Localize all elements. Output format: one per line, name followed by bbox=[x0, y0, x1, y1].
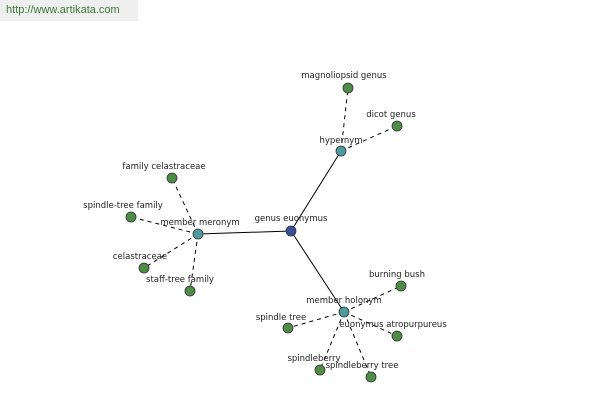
node-circle-staff-tree-family[interactable] bbox=[184, 285, 196, 297]
node-hypernym[interactable]: hypernym bbox=[319, 136, 363, 157]
edge-member-meronym-to-celastraceae bbox=[143, 233, 199, 269]
edge-member-meronym-to-staff-tree-family bbox=[189, 233, 199, 292]
edge-member-holonym-to-euonymus-atropurpureus bbox=[343, 311, 398, 337]
node-label-celastraceae[interactable]: celastraceae bbox=[113, 252, 167, 262]
edge-member-meronym-to-family-celastraceae bbox=[171, 177, 199, 235]
node-label-spindleberry[interactable]: spindleberry bbox=[287, 354, 340, 364]
node-member-meronym[interactable]: member meronym bbox=[160, 218, 240, 240]
node-staff-tree-family[interactable]: staff-tree family bbox=[146, 275, 214, 297]
node-circle-dicot-genus[interactable] bbox=[391, 120, 403, 132]
edge-center-to-hypernym bbox=[290, 150, 342, 232]
node-circle-hypernym[interactable] bbox=[335, 145, 347, 157]
node-label-member-meronym[interactable]: member meronym bbox=[160, 218, 239, 228]
nodes-layer: genus euonymus hypernym member meronym memb… bbox=[83, 71, 447, 383]
node-label-burning-bush[interactable]: burning bush bbox=[369, 270, 425, 280]
node-label-spindle-tree[interactable]: spindle tree bbox=[256, 313, 306, 323]
node-euonymus-atropurpureus[interactable]: euonymus atropurpureus bbox=[339, 320, 447, 342]
node-label-spindleberry-tree[interactable]: spindleberry tree bbox=[326, 361, 399, 371]
node-label-dicot-genus[interactable]: dicot genus bbox=[366, 110, 416, 120]
node-label-euonymus-atropurpureus[interactable]: euonymus atropurpureus bbox=[339, 320, 447, 330]
node-circle-center[interactable] bbox=[285, 225, 297, 237]
edge-center-to-member-holonym bbox=[290, 230, 345, 313]
node-label-center[interactable]: genus euonymus bbox=[255, 214, 328, 224]
node-spindle-tree-family[interactable]: spindle-tree family bbox=[83, 201, 163, 223]
edge-center-to-member-meronym bbox=[197, 230, 292, 235]
node-label-hypernym[interactable]: hypernym bbox=[319, 136, 362, 146]
node-burning-bush[interactable]: burning bush bbox=[369, 270, 425, 292]
node-circle-spindle-tree-family[interactable] bbox=[125, 211, 137, 223]
edge-member-meronym-to-spindle-tree-family bbox=[130, 216, 199, 235]
node-circle-burning-bush[interactable] bbox=[395, 280, 407, 292]
node-label-member-holonym[interactable]: member holonym bbox=[306, 296, 381, 306]
node-circle-member-meronym[interactable] bbox=[192, 228, 204, 240]
node-label-family-celastraceae[interactable]: family celastraceae bbox=[122, 162, 205, 172]
node-center[interactable]: genus euonymus bbox=[255, 214, 328, 237]
node-circle-euonymus-atropurpureus[interactable] bbox=[391, 330, 403, 342]
edge-hypernym-to-dicot-genus bbox=[340, 125, 398, 152]
edge-member-holonym-to-spindleberry-tree bbox=[343, 311, 372, 378]
node-circle-magnoliopsid-genus[interactable] bbox=[342, 82, 354, 94]
node-circle-spindleberry-tree[interactable] bbox=[365, 371, 377, 383]
edges-layer bbox=[130, 87, 402, 378]
node-label-magnoliopsid-genus[interactable]: magnoliopsid genus bbox=[301, 71, 387, 81]
node-circle-celastraceae[interactable] bbox=[138, 262, 150, 274]
node-magnoliopsid-genus[interactable]: magnoliopsid genus bbox=[301, 71, 387, 94]
node-dicot-genus[interactable]: dicot genus bbox=[366, 110, 416, 132]
node-family-celastraceae[interactable]: family celastraceae bbox=[122, 162, 206, 184]
node-spindleberry-tree[interactable]: spindleberry tree bbox=[326, 361, 399, 383]
node-label-staff-tree-family[interactable]: staff-tree family bbox=[146, 275, 214, 285]
node-spindleberry[interactable]: spindleberry bbox=[287, 354, 341, 376]
node-circle-member-holonym[interactable] bbox=[338, 306, 350, 318]
node-celastraceae[interactable]: celastraceae bbox=[113, 252, 167, 274]
node-circle-spindleberry[interactable] bbox=[314, 364, 326, 376]
node-spindle-tree[interactable]: spindle tree bbox=[256, 313, 306, 334]
edge-hypernym-to-magnoliopsid-genus bbox=[340, 87, 349, 152]
edge-member-holonym-to-burning-bush bbox=[343, 285, 402, 313]
edge-member-holonym-to-spindle-tree bbox=[287, 311, 345, 329]
edge-member-holonym-to-spindleberry bbox=[319, 311, 345, 371]
node-label-spindle-tree-family[interactable]: spindle-tree family bbox=[83, 201, 163, 211]
site-url-banner[interactable]: http://www.artikata.com bbox=[0, 0, 138, 21]
node-member-holonym[interactable]: member holonym bbox=[306, 296, 382, 318]
node-circle-spindle-tree[interactable] bbox=[282, 322, 294, 334]
node-circle-family-celastraceae[interactable] bbox=[166, 172, 178, 184]
